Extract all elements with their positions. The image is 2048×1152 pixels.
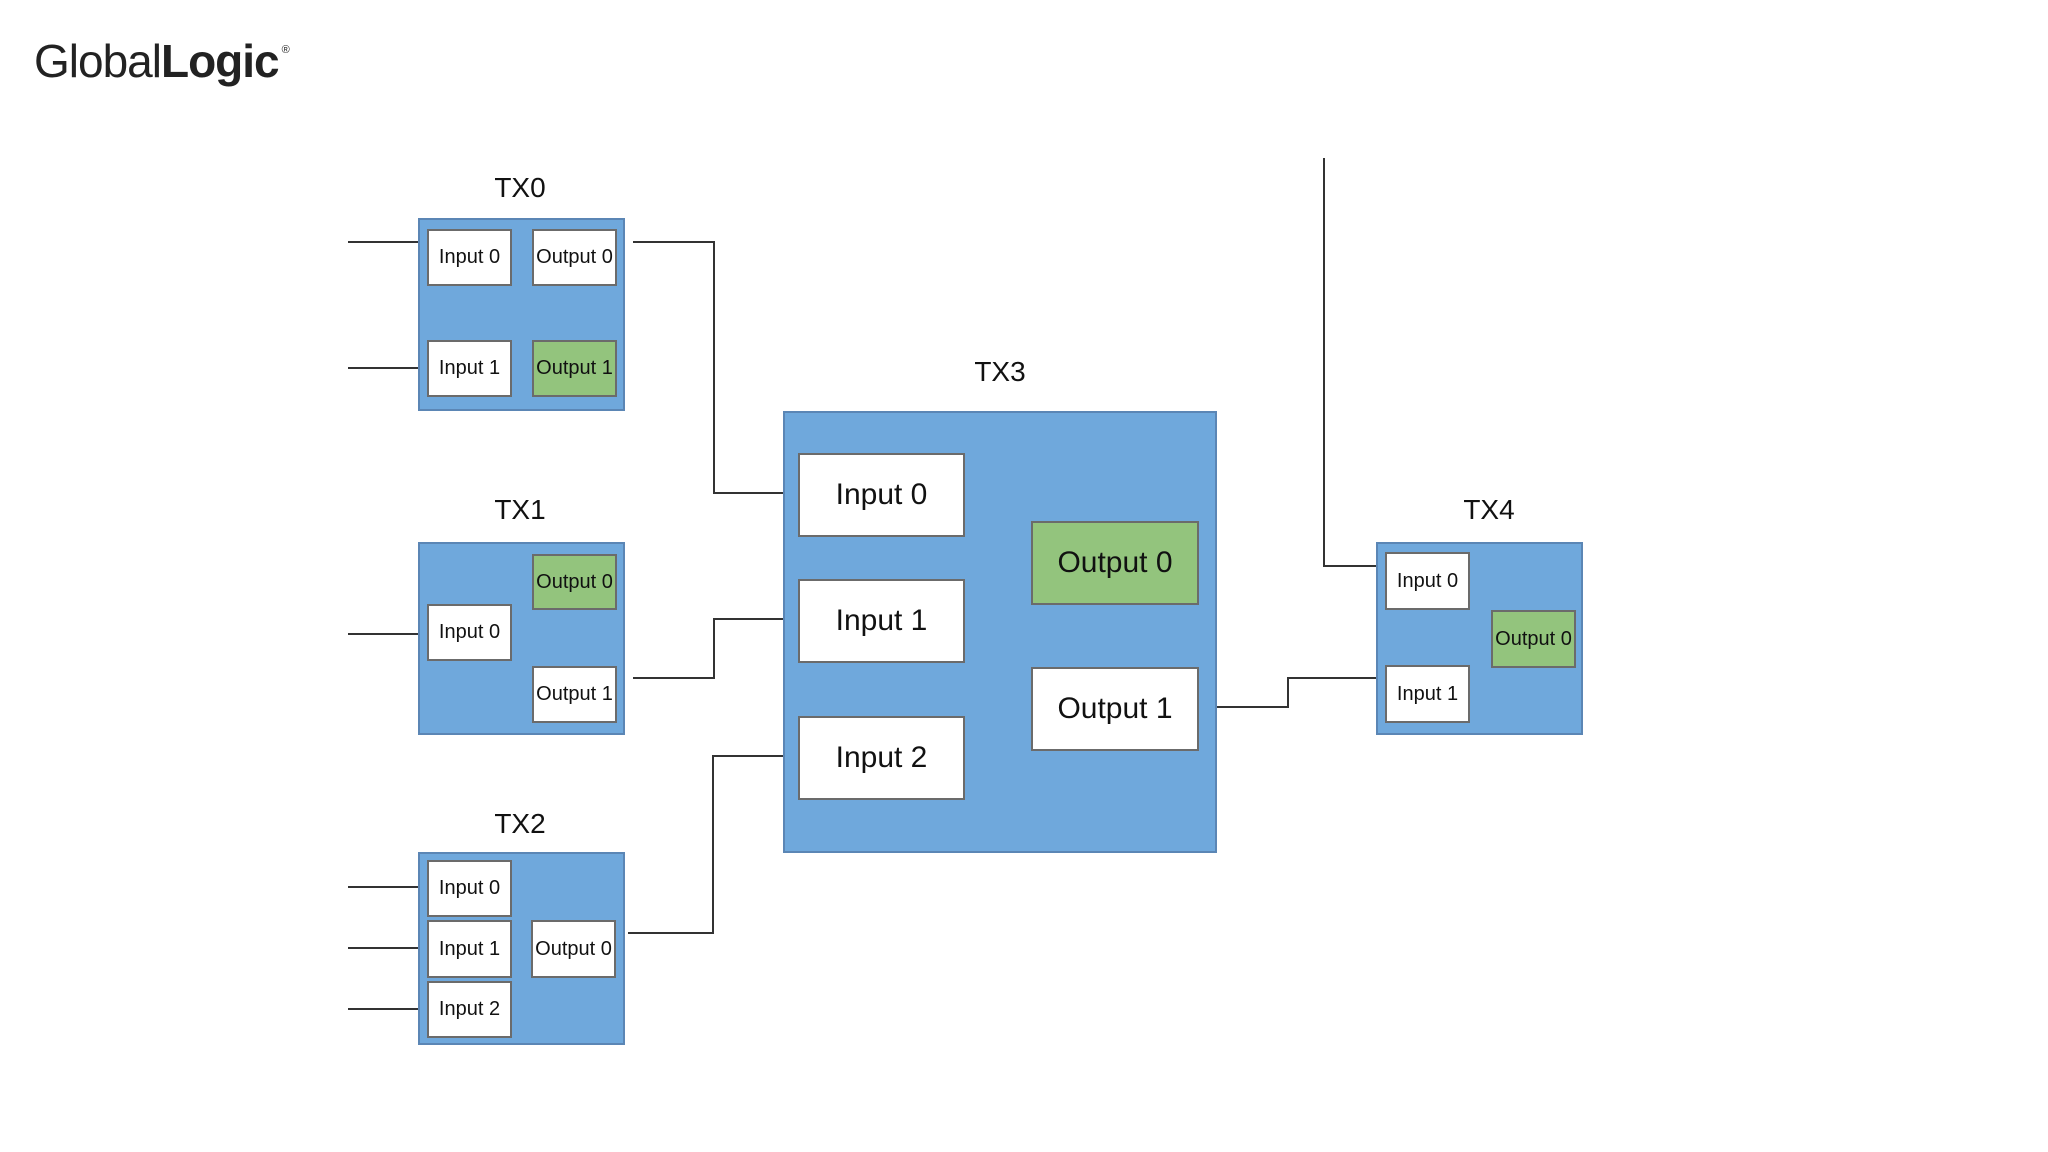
tx2-title: TX2 [494,808,546,839]
logo-text-logic: Logic [160,35,280,87]
tx3-block: Input 0 Input 1 Input 2 Output 0 Output … [783,411,1217,853]
tx4-title: TX4 [1463,494,1515,525]
tx3-output-0-port[interactable]: Output 0 [1031,521,1199,605]
tx1-title: TX1 [494,494,546,525]
tx4-block: Input 0 Output 0 Input 1 [1376,542,1583,735]
tx4-input-1-port[interactable]: Input 1 [1385,665,1470,723]
wire-tx2-output0-to-tx3-input2 [628,755,798,934]
tx4-output-0-port[interactable]: Output 0 [1491,610,1576,668]
tx0-title: TX0 [494,172,546,203]
tx0-output-1-port[interactable]: Output 1 [532,340,617,397]
tx3-input-2-port[interactable]: Input 2 [798,716,965,800]
tx2-input-0-port[interactable]: Input 0 [427,860,512,917]
tx0-input-1-port[interactable]: Input 1 [427,340,512,397]
tx0-input-0-port[interactable]: Input 0 [427,229,512,286]
logo-registered-mark: ® [281,44,290,56]
wire-tx0-output0-to-tx3-input0 [633,241,798,494]
tx3-output-1-port[interactable]: Output 1 [1031,667,1199,751]
tx0-block: Input 0 Output 0 Input 1 Output 1 [418,218,625,411]
tx2-output-0-port[interactable]: Output 0 [531,920,616,978]
logo-text-global: Global [34,35,162,87]
wire-ext-to-tx4-input0 [1323,158,1384,567]
tx3-input-1-port[interactable]: Input 1 [798,579,965,663]
tx4-input-0-port[interactable]: Input 0 [1385,552,1470,610]
tx3-title: TX3 [974,356,1026,387]
tx2-input-2-port[interactable]: Input 2 [427,981,512,1038]
tx3-input-0-port[interactable]: Input 0 [798,453,965,537]
tx2-block: Input 0 Input 1 Input 2 Output 0 [418,852,625,1045]
tx0-output-0-port[interactable]: Output 0 [532,229,617,286]
wire-tx3-output1-to-tx4-input1 [1197,677,1384,708]
tx1-output-1-port[interactable]: Output 1 [532,666,617,723]
tx1-input-0-port[interactable]: Input 0 [427,604,512,661]
wire-tx1-output1-to-tx3-input1 [633,618,798,679]
tx1-output-0-port[interactable]: Output 0 [532,554,617,610]
tx1-block: Output 0 Input 0 Output 1 [418,542,625,735]
tx2-input-1-port[interactable]: Input 1 [427,920,512,978]
